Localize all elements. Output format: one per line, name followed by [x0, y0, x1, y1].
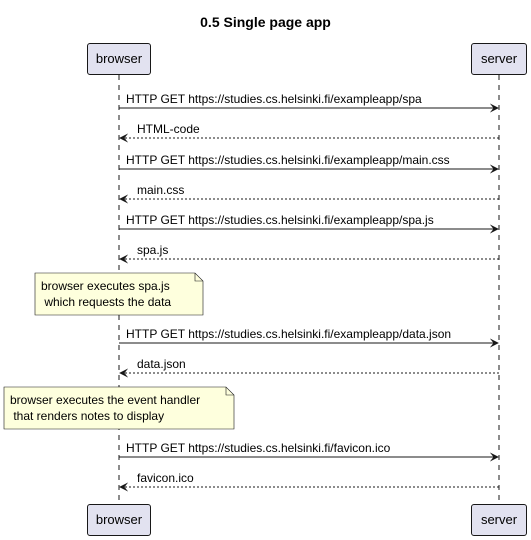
message-label: spa.js [137, 243, 169, 257]
participant-server-top: server [471, 43, 527, 75]
message-label: main.css [137, 183, 185, 197]
message-label: HTTP GET https://studies.cs.helsinki.fi/… [126, 153, 450, 167]
note-fold [225, 387, 234, 396]
participant-server-bottom: server [471, 504, 527, 536]
note-text: browser executes the event handler that … [10, 393, 201, 423]
note-text: browser executes spa.js which requests t… [41, 279, 172, 309]
diagram-title: 0.5 Single page app [200, 14, 331, 30]
participant-browser-bottom: browser [87, 504, 151, 536]
note-box [34, 272, 204, 316]
message-label: favicon.ico [137, 471, 194, 485]
participant-browser-top: browser [87, 43, 151, 75]
message-label: data.json [137, 357, 186, 371]
note-fold [194, 273, 203, 282]
message-label: HTTP GET https://studies.cs.helsinki.fi/… [126, 213, 434, 227]
message-label: HTML-code [137, 122, 200, 136]
message-label: HTTP GET https://studies.cs.helsinki.fi/… [126, 92, 422, 106]
note-box [3, 386, 235, 430]
message-label: HTTP GET https://studies.cs.helsinki.fi/… [126, 441, 391, 455]
message-label: HTTP GET https://studies.cs.helsinki.fi/… [126, 327, 452, 341]
